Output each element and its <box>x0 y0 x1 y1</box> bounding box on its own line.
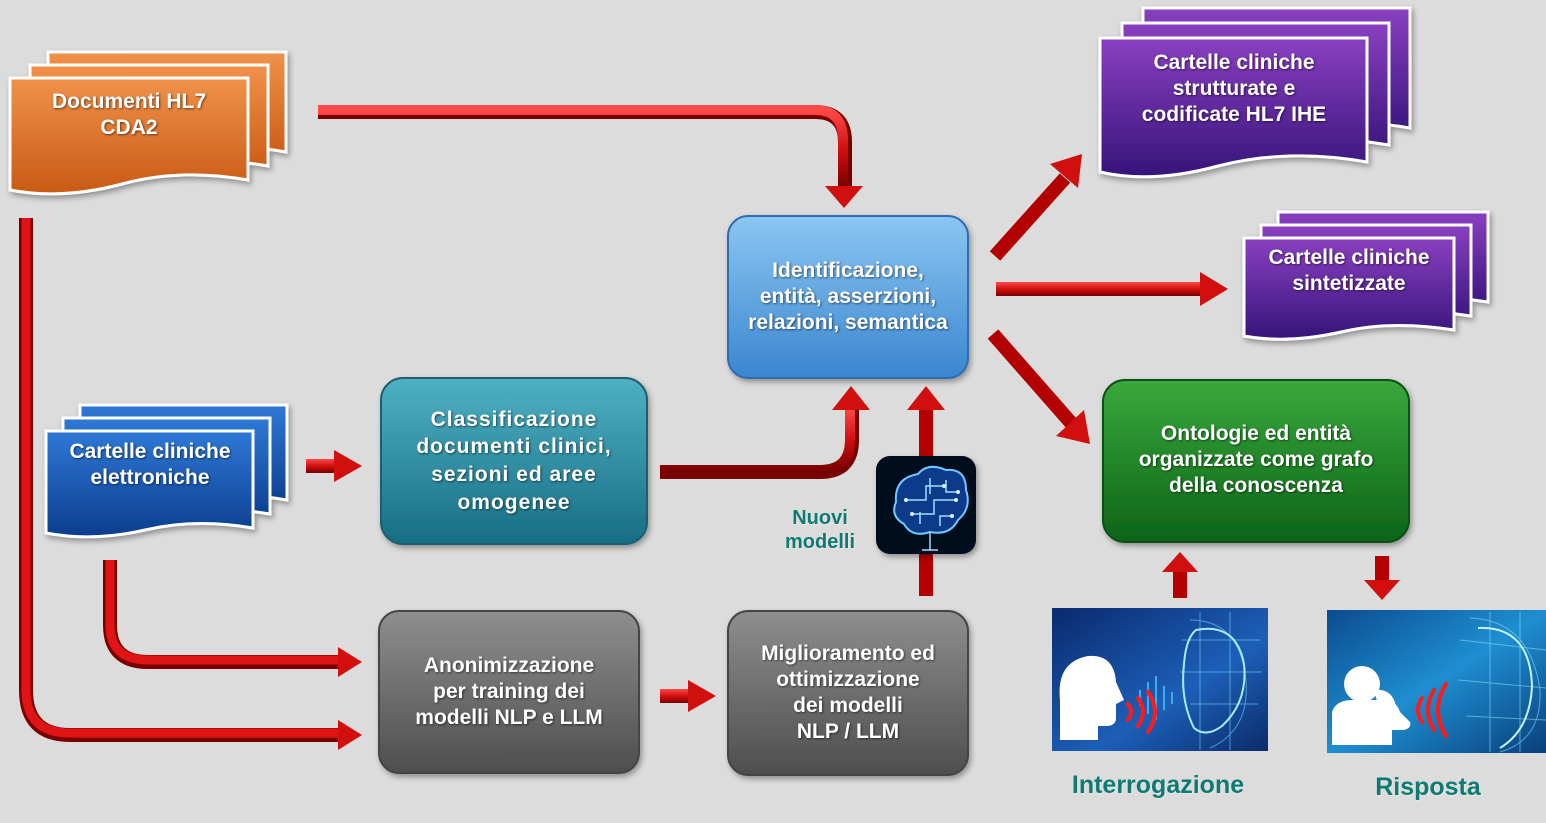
identificazione-box <box>727 215 969 379</box>
brain-circuit-icon <box>876 456 976 554</box>
speaking-head-icon <box>1052 608 1268 751</box>
arrow-cartelle-to-anonimizzazione <box>103 560 362 677</box>
arrow-identificazione-to-ontologie <box>987 329 1090 444</box>
arrow-anonimizzazione-to-miglioramento <box>660 680 716 712</box>
classificazione-box <box>380 377 648 545</box>
cartelle-elettroniche-stack <box>44 403 289 539</box>
cartelle-sintetizzate-stack <box>1242 210 1490 341</box>
arrow-hl7-to-anonimizzazione <box>19 218 362 750</box>
miglioramento-box <box>727 610 969 776</box>
anonimizzazione-box <box>378 610 640 774</box>
interrogazione-label: Interrogazione <box>1071 771 1245 799</box>
arrow-identificazione-to-strutturate <box>989 154 1082 261</box>
documents-hl7-stack <box>8 50 288 196</box>
nuovi-modelli-label: Nuovi modelli <box>784 507 855 553</box>
arrow-ontologie-to-risposta <box>1364 556 1400 600</box>
arrow-hl7-to-identificazione <box>318 105 863 208</box>
arrow-interrogazione-to-ontologie <box>1162 552 1198 598</box>
arrows <box>19 105 1400 750</box>
cartelle-strutturate-stack <box>1098 6 1412 179</box>
listening-head-icon <box>1327 610 1546 753</box>
arrow-classificazione-to-identificazione <box>660 386 870 479</box>
arrow-cartelle-to-classificazione <box>306 450 362 482</box>
risposta-label: Risposta <box>1375 773 1481 801</box>
arrow-identificazione-to-sintetizzate <box>996 272 1228 306</box>
ontologie-box <box>1102 379 1410 543</box>
